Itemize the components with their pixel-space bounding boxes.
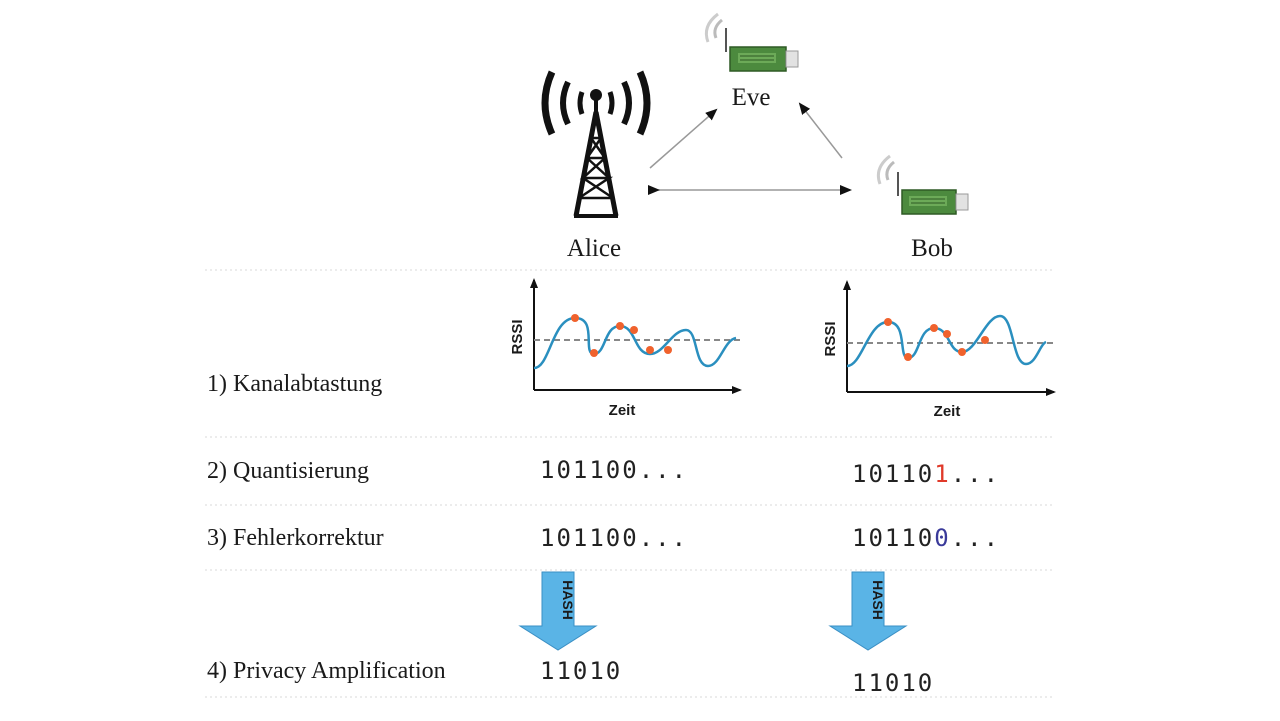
- sample-point: [664, 346, 672, 354]
- bob-final-key: 11010: [852, 669, 934, 697]
- alice-corrected-bits: 101100...: [540, 524, 688, 552]
- alice-final-key: 11010: [540, 657, 622, 685]
- alice-label: Alice: [567, 235, 621, 262]
- bob-bits-suffix: ...: [951, 460, 1000, 488]
- bob-hash-arrow: HASH: [828, 571, 908, 651]
- alice-y-axis-label: RSSI: [509, 319, 526, 354]
- alice-hash-label: HASH: [560, 580, 576, 620]
- sample-point: [943, 330, 951, 338]
- bob-error-bit: 1: [934, 460, 950, 488]
- sample-point: [958, 348, 966, 356]
- alice-to-eve-arrow: [649, 108, 718, 169]
- sample-point: [630, 326, 638, 334]
- alice-quantized-bits: 101100...: [540, 456, 688, 484]
- bob-quantized-bits: 101101...: [852, 460, 1000, 488]
- sample-point: [616, 322, 624, 330]
- sample-point: [571, 314, 579, 322]
- eve-label: Eve: [732, 84, 771, 111]
- bob-bits-prefix: 10110: [852, 460, 934, 488]
- bob-hash-label: HASH: [870, 580, 886, 620]
- alice-rssi-plot: RSSI Zeit: [509, 278, 742, 419]
- bob-bits-suffix: ...: [951, 524, 1000, 552]
- sample-point: [930, 324, 938, 332]
- sample-point: [904, 353, 912, 361]
- radio-tower-icon: [541, 70, 651, 218]
- step-label-quantisierung: 2) Quantisierung: [207, 458, 369, 484]
- bob-y-axis-label: RSSI: [822, 321, 839, 356]
- alice-hash-arrow: HASH: [518, 571, 598, 651]
- step-label-kanalabtastung: 1) Kanalabtastung: [207, 371, 382, 397]
- bob-to-eve-arrow: [798, 102, 843, 159]
- bob-x-axis-label: Zeit: [934, 403, 961, 420]
- step-label-privacy-amplification: 4) Privacy Amplification: [207, 658, 446, 684]
- sample-point: [884, 318, 892, 326]
- alice-x-axis-label: Zeit: [609, 402, 636, 419]
- sample-point: [646, 346, 654, 354]
- bob-corrected-bit: 0: [934, 524, 950, 552]
- bob-label: Bob: [911, 235, 953, 262]
- bob-bits-prefix: 10110: [852, 524, 934, 552]
- step-label-fehlerkorrektur: 3) Fehlerkorrektur: [207, 525, 384, 551]
- bob-corrected-bits: 101100...: [852, 524, 1000, 552]
- bob-usb-adapter-icon: [876, 154, 969, 215]
- eve-usb-adapter-icon: [704, 12, 799, 72]
- bob-rssi-plot: RSSI Zeit: [822, 280, 1056, 420]
- sample-point: [590, 349, 598, 357]
- sample-point: [981, 336, 989, 344]
